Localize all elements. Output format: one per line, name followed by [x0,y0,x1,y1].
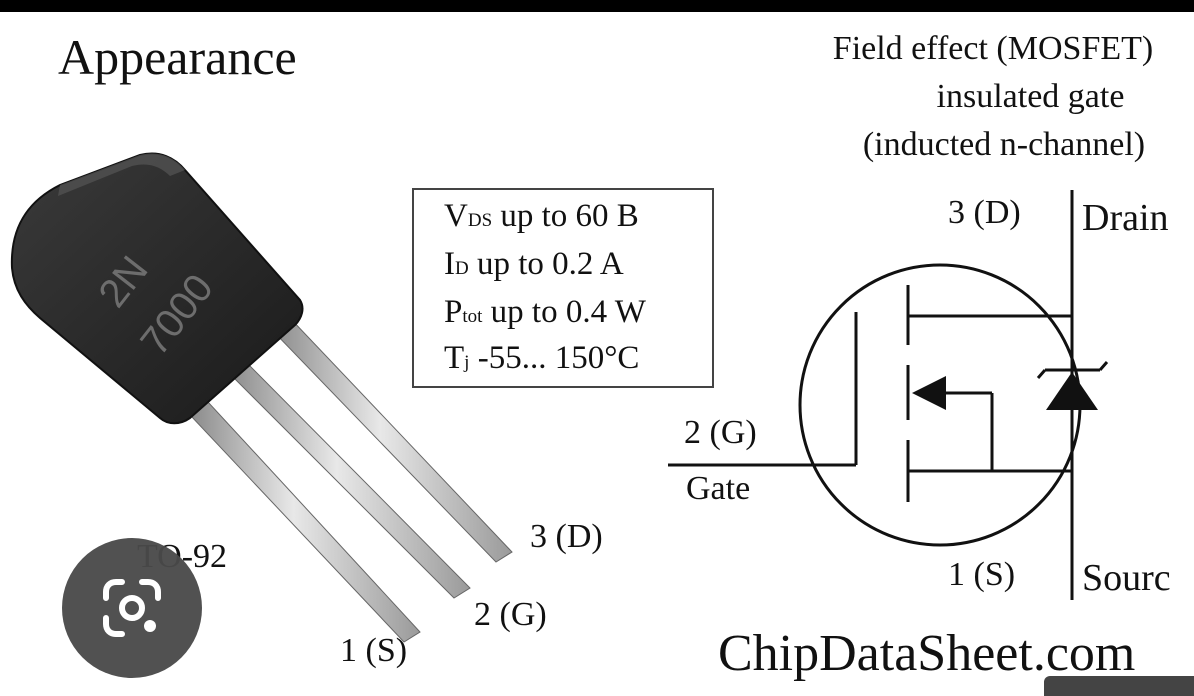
spec-id: ID up to 0.2 A [444,246,624,283]
diode-zener-tick2 [1098,361,1109,371]
lens-search-button[interactable] [62,538,202,678]
top-border [0,0,1194,12]
spec-value: -55... 150°C [469,340,640,376]
spec-value: up to 60 B [492,198,639,234]
spec-subscript: DS [467,210,493,231]
mosfet-description-line1: Field effect (MOSFET) [832,30,1154,67]
transistor-body: 2N 7000 [10,152,304,425]
spec-tj: Tj -55... 150°C [444,340,639,377]
spec-value: up to 0.4 W [482,294,646,330]
symbol-gate-pin: 2 (G) [684,414,757,451]
spec-value: up to 0.2 A [468,246,624,282]
symbol-drain-pin: 3 (D) [948,194,1021,231]
specifications-box: VDS up to 60 B ID up to 0.2 A Ptot up to… [412,188,714,388]
pin-label-source: 1 (S) [340,632,408,669]
spec-subscript: D [455,258,469,279]
symbol-gate-label: Gate [686,470,751,507]
mosfet-symbol [668,190,1109,600]
corner-badge [1044,676,1194,696]
spec-subscript: j [464,352,470,373]
substrate-arrow [912,376,946,410]
mosfet-symbol-fills [912,372,1098,410]
transistor-leads [189,317,513,643]
diode-triangle [1046,372,1098,410]
watermark: ChipDataSheet.com [718,625,1136,682]
spec-subscript: tot [462,306,483,327]
camera-search-icon [103,579,161,637]
pin-label-drain: 3 (D) [530,518,603,555]
symbol-source-pin: 1 (S) [948,556,1016,593]
spec-symbol: P [444,294,463,330]
diode-zener-tick [1036,369,1047,379]
page-title: Appearance [58,29,297,85]
spec-ptot: Ptot up to 0.4 W [444,294,646,331]
spec-symbol: I [444,246,455,282]
mosfet-description-line3: (inducted n-channel) [862,126,1146,163]
pin-label-gate: 2 (G) [474,596,547,633]
mosfet-description-line2: insulated gate [936,78,1125,115]
spec-vds: VDS up to 60 B [444,198,639,235]
spec-symbol: V [444,198,468,234]
spec-symbol: T [444,340,465,376]
symbol-drain-label: Drain [1082,197,1169,239]
symbol-source-label: Sourc [1082,557,1171,599]
